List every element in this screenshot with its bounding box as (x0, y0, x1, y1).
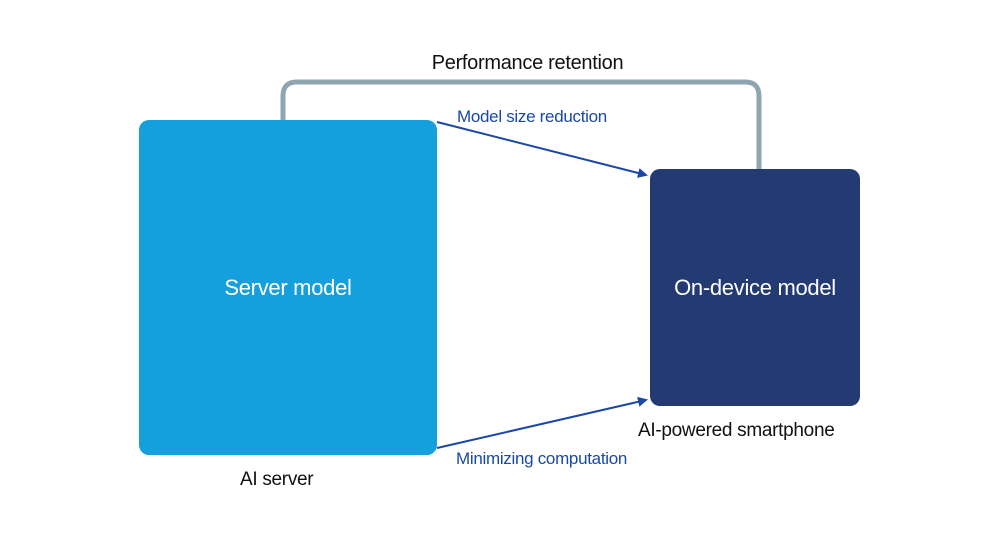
minimizing-computation-label: Minimizing computation (456, 449, 628, 468)
model-size-reduction-arrow (436, 121, 648, 178)
on-device-model-box: On-device model (650, 169, 860, 406)
server-model-box: Server model (139, 120, 437, 455)
model-size-reduction-label: Model size reduction (457, 107, 607, 126)
performance-retention-bracket (280, 79, 762, 170)
minimizing-computation-arrow (436, 396, 648, 449)
performance-retention-label: Performance retention (431, 52, 624, 74)
server-model-label: Server model (224, 274, 352, 300)
ai-server-caption: AI server (240, 469, 314, 490)
on-device-model-label: On-device model (674, 274, 836, 300)
ai-smartphone-caption: AI-powered smartphone (638, 420, 835, 441)
